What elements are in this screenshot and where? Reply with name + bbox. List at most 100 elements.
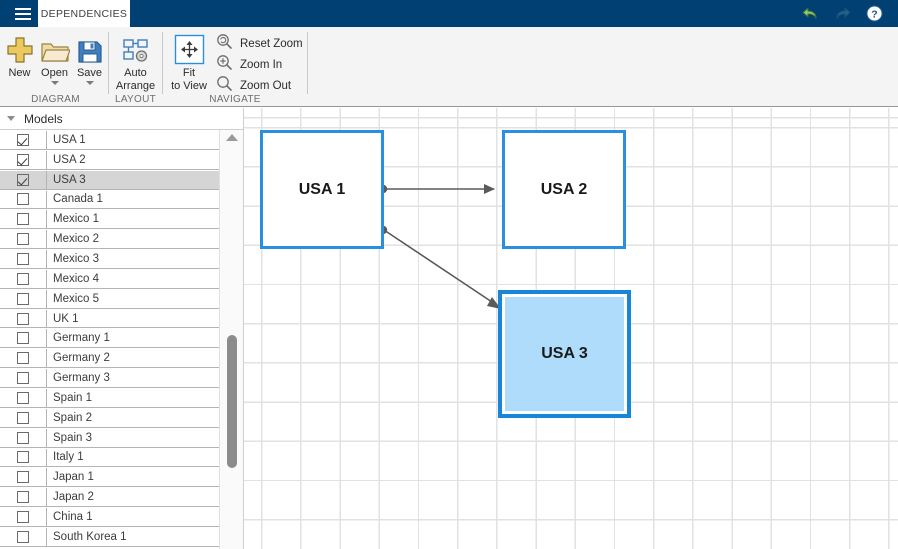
open-dropdown-caret-icon[interactable] [50,81,59,85]
ribbon-toolbar: New Open Save D [0,27,898,107]
save-dropdown-caret-icon[interactable] [85,81,94,85]
list-item-checkbox-cell[interactable] [0,190,47,209]
dependency-diagram-canvas[interactable]: USA 1 USA 2 USA 3 [244,108,898,549]
list-item-checkbox-cell[interactable] [0,170,47,189]
list-item[interactable]: Japan 2 [0,487,219,508]
checkbox-unchecked-icon[interactable] [17,252,29,265]
undo-arrow-icon[interactable] [800,3,821,24]
hamburger-menu-icon[interactable] [9,5,37,23]
new-button[interactable]: New [2,31,37,80]
list-item[interactable]: Spain 1 [0,387,219,408]
checkbox-unchecked-icon[interactable] [17,431,29,444]
list-item-label: Japan 1 [53,471,94,484]
list-item-checkbox-cell[interactable] [0,408,47,427]
list-item-checkbox-cell[interactable] [0,230,47,249]
list-item[interactable]: UK 1 [0,308,219,329]
list-item-checkbox-cell[interactable] [0,269,47,288]
list-item[interactable]: Mexico 4 [0,268,219,289]
checkbox-unchecked-icon[interactable] [17,272,29,285]
list-item[interactable]: USA 1 [0,130,219,150]
diagram-node-usa3[interactable]: USA 3 [498,290,631,418]
list-item-label: Germany 1 [53,332,110,345]
list-item-checkbox-cell[interactable] [0,131,47,149]
checkbox-unchecked-icon[interactable] [17,491,29,504]
reset-zoom-button[interactable]: Reset Zoom [216,33,303,54]
list-item[interactable]: Spain 2 [0,407,219,428]
list-item[interactable]: China 1 [0,507,219,527]
checkbox-checked-icon[interactable] [17,133,29,146]
tab-dependencies[interactable]: DEPENDENCIES [38,0,130,27]
zoom-in-icon [216,54,233,76]
checkbox-checked-icon[interactable] [17,153,29,166]
zoom-out-button[interactable]: Zoom Out [216,75,291,96]
list-item-checkbox-cell[interactable] [0,388,47,407]
checkbox-unchecked-icon[interactable] [17,471,29,484]
list-item-checkbox-cell[interactable] [0,349,47,368]
checkbox-unchecked-icon[interactable] [17,213,29,226]
list-item-checkbox-cell[interactable] [0,289,47,308]
list-item[interactable]: Canada 1 [0,189,219,210]
checkbox-unchecked-icon[interactable] [17,292,29,305]
chevron-down-icon[interactable] [7,116,15,121]
list-item[interactable]: Germany 2 [0,348,219,369]
checkbox-unchecked-icon[interactable] [17,193,29,206]
zoom-out-label: Zoom Out [240,79,292,92]
ribbon-separator-1 [108,32,109,94]
list-item-label: UK 1 [53,312,79,325]
ribbon-separator-3 [307,32,308,94]
list-item-checkbox-cell[interactable] [0,448,47,467]
help-question-icon[interactable]: ? [864,3,885,24]
checkbox-checked-icon[interactable] [17,173,29,186]
list-item[interactable]: USA 2 [0,149,219,170]
titlebar-actions: ? [778,0,898,27]
list-item[interactable]: Germany 1 [0,328,219,349]
checkbox-unchecked-icon[interactable] [17,233,29,246]
list-item-label: Spain 1 [53,391,93,404]
list-item[interactable]: South Korea 1 [0,526,219,547]
open-button[interactable]: Open [37,31,72,85]
list-item[interactable]: USA 3 [0,169,219,190]
list-item-checkbox-cell[interactable] [0,309,47,328]
scroll-up-arrow-icon[interactable] [225,134,238,141]
list-item[interactable]: Italy 1 [0,447,219,468]
list-item[interactable]: Mexico 5 [0,288,219,309]
scrollbar-thumb[interactable] [227,335,237,468]
zoom-in-button[interactable]: Zoom In [216,54,282,75]
open-button-label: Open [41,67,68,79]
diagram-node-label: USA 3 [541,345,588,362]
list-item-checkbox-cell[interactable] [0,369,47,387]
list-item-checkbox-cell[interactable] [0,150,47,169]
checkbox-unchecked-icon[interactable] [17,352,29,365]
list-item-checkbox-cell[interactable] [0,508,47,526]
list-item-checkbox-cell[interactable] [0,468,47,487]
list-item[interactable]: Germany 3 [0,368,219,388]
checkbox-unchecked-icon[interactable] [17,391,29,404]
list-item[interactable]: Japan 1 [0,467,219,488]
checkbox-unchecked-icon[interactable] [17,332,29,345]
list-item-checkbox-cell[interactable] [0,329,47,348]
checkbox-unchecked-icon[interactable] [17,411,29,424]
diagram-node-label: USA 1 [298,180,346,198]
list-item-checkbox-cell[interactable] [0,210,47,229]
list-item-checkbox-cell[interactable] [0,488,47,507]
list-item[interactable]: Mexico 3 [0,249,219,269]
checkbox-unchecked-icon[interactable] [17,510,29,523]
checkbox-unchecked-icon[interactable] [17,312,29,325]
list-item-checkbox-cell[interactable] [0,527,47,546]
model-list-scrollbar[interactable] [219,130,243,549]
redo-arrow-icon[interactable] [832,3,853,24]
checkbox-unchecked-icon[interactable] [17,372,29,385]
checkbox-unchecked-icon[interactable] [17,530,29,543]
list-item[interactable]: Spain 3 [0,427,219,448]
list-item-checkbox-cell[interactable] [0,428,47,447]
checkbox-unchecked-icon[interactable] [17,451,29,464]
list-item[interactable]: Mexico 1 [0,209,219,230]
save-button[interactable]: Save [72,31,107,85]
list-item[interactable]: Mexico 2 [0,229,219,250]
diagram-node-usa1[interactable]: USA 1 [260,130,384,249]
diagram-node-usa2[interactable]: USA 2 [502,130,626,249]
list-item-checkbox-cell[interactable] [0,250,47,268]
